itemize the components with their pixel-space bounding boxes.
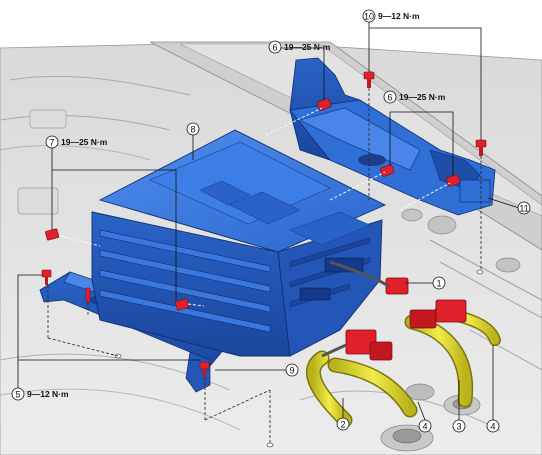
callout-2: 2 xyxy=(336,417,350,431)
bolt-icon xyxy=(316,98,332,111)
coolant-hoses xyxy=(306,306,501,428)
bolt-icon xyxy=(41,269,52,285)
leader-lines xyxy=(17,20,520,421)
callout-1: 1 xyxy=(432,276,446,290)
callout-number: 6 xyxy=(387,93,392,103)
callout-4b: 4 xyxy=(486,419,500,433)
callout-8: 8 xyxy=(186,122,200,136)
callout-3: 3 xyxy=(452,419,466,433)
torque-spec: 9—12 N·m xyxy=(378,11,420,21)
callout-7: 7 19—25 N·m xyxy=(45,135,108,149)
torque-spec: 19—25 N·m xyxy=(61,137,108,147)
assembly-guide-lines xyxy=(47,88,482,445)
bolt-icon xyxy=(85,287,91,303)
callout-number: 5 xyxy=(15,390,20,400)
upper-mounting-bracket xyxy=(289,57,496,216)
bolts xyxy=(41,71,487,377)
callout-number: 2 xyxy=(340,420,345,430)
callout-number: 1 xyxy=(436,279,441,289)
electrical-connectors xyxy=(321,260,467,361)
callout-5: 5 9—12 N·m xyxy=(11,387,69,401)
callout-9: 9 xyxy=(285,363,299,377)
callout-number: 4 xyxy=(422,422,427,432)
callout-number: 4 xyxy=(490,422,495,432)
callout-6b: 6 19—25 N·m xyxy=(383,90,446,104)
torque-spec: 19—25 N·m xyxy=(284,42,331,52)
callout-10: 10 9—12 N·m xyxy=(362,9,420,23)
bolt-icon xyxy=(45,228,60,241)
callout-number: 9 xyxy=(289,366,294,376)
callout-6a: 6 19—25 N·m xyxy=(268,40,331,54)
callout-number: 7 xyxy=(49,138,54,148)
bolt-icon xyxy=(175,298,190,311)
callout-11: 11 xyxy=(517,201,531,215)
callout-number: 3 xyxy=(456,422,461,432)
callout-number: 6 xyxy=(272,43,277,53)
torque-spec: 19—25 N·m xyxy=(399,92,446,102)
bolt-icon xyxy=(379,164,395,177)
callout-number: 8 xyxy=(190,125,195,135)
bolt-icon xyxy=(199,361,210,377)
callout-number: 11 xyxy=(519,204,528,214)
torque-spec: 9—12 N·m xyxy=(27,389,69,399)
callout-number: 10 xyxy=(364,12,374,22)
inverter-unit xyxy=(91,129,387,357)
callout-4a: 4 xyxy=(418,419,432,433)
